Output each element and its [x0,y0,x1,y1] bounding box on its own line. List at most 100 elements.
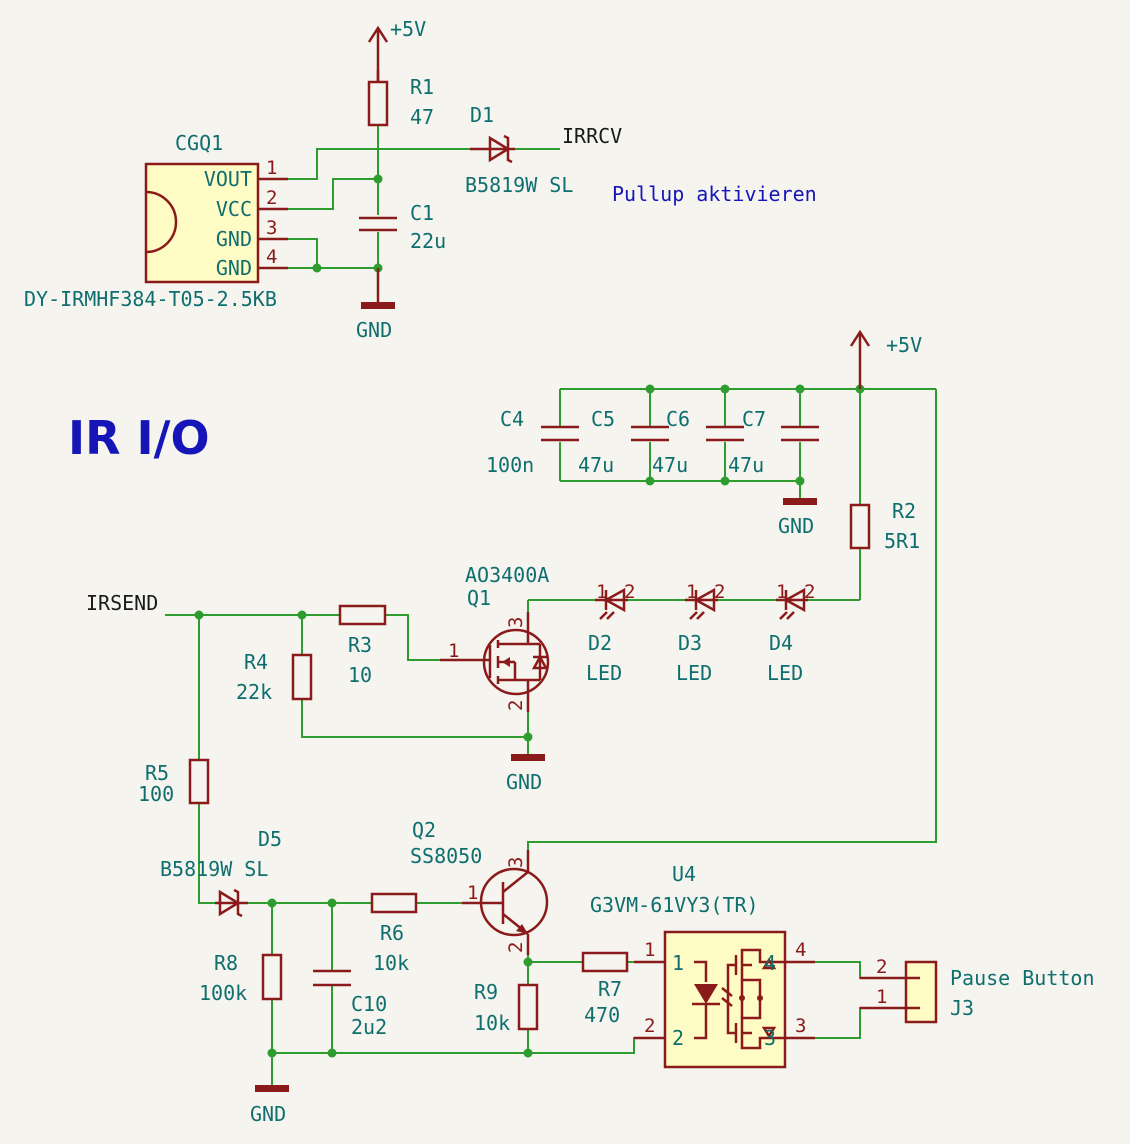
r1-ref: R1 [410,75,434,99]
cgq1-pin-gnd-3: GND [216,227,252,251]
net-label-irsend: IRSEND [86,591,158,615]
capacitor-c5: C5 47u [578,407,669,477]
q2-ref: Q2 [412,818,436,842]
resistor-r9: R9 10k [474,980,539,1035]
resistor-r5: R5 100 [138,758,210,806]
gnd-top-label: GND [356,318,392,342]
q2-value: SS8050 [410,844,482,868]
c6-ref: C6 [666,407,690,431]
j3-ref: J3 [950,996,974,1020]
r7-ref: R7 [598,977,622,1001]
capacitor-c10: C10 2u2 [313,969,387,1039]
cgq1-pin-gnd-4: GND [216,256,252,280]
r7-value: 470 [584,1003,620,1027]
r9-value: 10k [474,1011,510,1035]
r3-ref: R3 [348,633,372,657]
r6-value: 10k [373,951,409,975]
c10-ref: C10 [351,992,387,1016]
r5-ref: R5 [145,761,169,785]
q2-pin-1: 1 [467,882,478,904]
d2-ref: D2 [588,631,612,655]
gnd-symbol-top: GND [356,268,395,342]
c10-value: 2u2 [351,1015,387,1039]
schottky-diode-d1: D1 B5819W SL [465,103,573,197]
c7-ref: C7 [742,407,766,431]
gnd-caps-label: GND [778,514,814,538]
mosfet-q1: 1 2 3 AO3400A Q1 [440,563,549,712]
r9-ref: R9 [474,980,498,1004]
c6-value: 47u [652,453,688,477]
d2-pin-2: 2 [624,581,635,603]
resistor-r2: R2 5R1 [849,499,920,553]
power-5v-right-label: +5V [886,333,922,357]
r6-ref: R6 [380,921,404,945]
r2-ref: R2 [892,499,916,523]
d3-ref: D3 [678,631,702,655]
led-d4: 1 2 D4 LED [767,581,815,685]
capacitor-c1: C1 22u [359,201,446,253]
power-5v-top: +5V [367,17,426,82]
gnd-symbol-caps: GND [778,498,817,538]
c4-ref: C4 [500,407,524,431]
c5-value: 47u [578,453,614,477]
section-title: IR I/O [68,411,210,465]
u4-inner-pin-4: 4 [764,951,776,975]
power-5v-right: +5V [849,329,922,389]
note-pullup: Pullup aktivieren [612,182,817,206]
q2-pin-2: 2 [505,942,527,953]
u4-ref: U4 [672,862,696,886]
d4-pin-1: 1 [776,581,787,603]
d5-ref: D5 [258,827,282,851]
d1-ref: D1 [470,103,494,127]
cgq1-value: DY-IRMHF384-T05-2.5KB [24,287,277,311]
q2-pin-3: 3 [505,857,527,868]
net-label-irrcv: IRRCV [562,124,622,148]
cgq1-pin-num-2: 2 [266,187,277,209]
c1-value: 22u [410,229,446,253]
resistor-r3: R3 10 [338,604,387,687]
d2-value: LED [586,661,622,685]
resistor-r4: R4 22k [236,650,313,704]
gnd-symbol-q1: GND [506,754,545,794]
resistor-r8: R8 100k [199,951,283,1005]
c7-value: 47u [728,453,764,477]
r3-value: 10 [348,663,372,687]
capacitor-c6: C6 47u [652,407,744,477]
r4-ref: R4 [244,650,268,674]
q1-value: AO3400A [465,563,549,587]
cgq1-pin-vout: VOUT [204,167,252,191]
d5-value: B5819W SL [160,857,268,881]
d4-pin-2: 2 [804,581,815,603]
j3-value: Pause Button [950,966,1095,990]
gnd-bottom-label: GND [250,1102,286,1126]
d4-value: LED [767,661,803,685]
u4-pin-num-1: 1 [644,939,655,961]
d1-value: B5819W SL [465,173,573,197]
d3-value: LED [676,661,712,685]
npn-transistor-q2: 1 2 3 Q2 SS8050 [410,818,549,955]
cgq1-pin-num-4: 4 [266,246,277,268]
q1-pin-2: 2 [505,700,527,711]
cgq1-pin-num-1: 1 [266,157,277,179]
resistor-r7: R7 470 [581,951,629,1027]
q1-ref: Q1 [467,586,491,610]
c1-ref: C1 [410,201,434,225]
r2-value: 5R1 [884,529,920,553]
connector-j3: 2 1 Pause Button J3 [860,956,1095,1024]
led-d3: 1 2 D3 LED [676,581,725,685]
solid-state-relay-u4: 1 2 4 3 1 2 4 3 U4 G3VM-61VY3(TR) [590,862,815,1069]
ir-receiver-cgq1: CGQ1 DY-IRMHF384-T05-2.5KB VOUT VCC GND … [24,131,288,311]
power-5v-top-label: +5V [390,17,426,41]
u4-inner-pin-1: 1 [672,951,684,975]
capacitor-c7: C7 47u [728,407,819,477]
led-d2: 1 2 D2 LED [586,581,635,685]
u4-inner-pin-2: 2 [672,1026,684,1050]
q1-pin-3: 3 [505,617,527,628]
gnd-q1-label: GND [506,770,542,794]
u4-pin-num-3: 3 [795,1015,806,1037]
cgq1-pin-num-3: 3 [266,217,277,239]
d3-pin-2: 2 [714,581,725,603]
r8-ref: R8 [214,951,238,975]
cgq1-ref: CGQ1 [175,131,223,155]
